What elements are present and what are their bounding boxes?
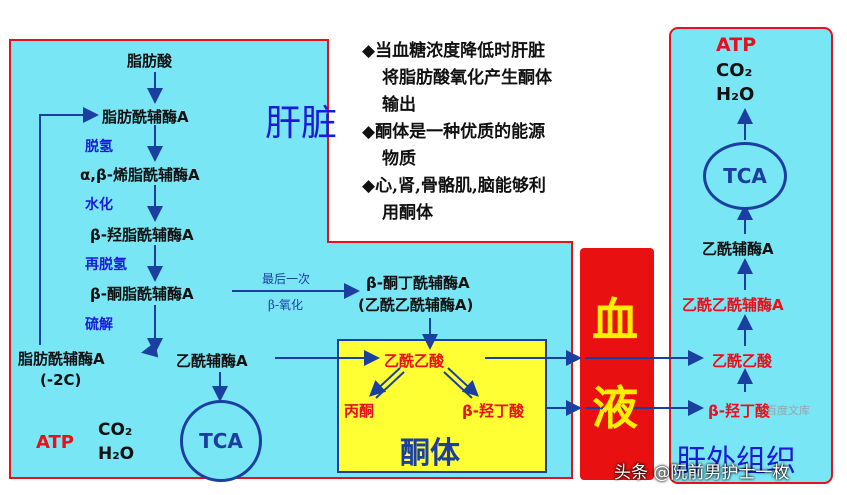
step-thiolysis: 硫解 bbox=[85, 317, 113, 333]
extrahepatic-label: 肝外组织 bbox=[676, 444, 796, 479]
acetoacetate: 乙酰乙酸 bbox=[384, 352, 445, 370]
baidu-watermark: 百度文库 bbox=[766, 404, 810, 417]
extra-tca-cycle: TCA bbox=[703, 142, 787, 210]
hydroxybutyrate: β-羟丁酸 bbox=[462, 402, 524, 420]
acetoacetyl-coa-liver: (乙酰乙酰辅酶A) bbox=[358, 296, 474, 314]
liver-tca-cycle: TCA bbox=[180, 400, 262, 482]
extra-acetyl-coa: 乙酰辅酶A bbox=[702, 240, 774, 258]
fatty-acyl-coa: 脂肪酰辅酶A bbox=[102, 108, 189, 126]
note-line-1: ◆当血糖浓度降低时肝脏 bbox=[362, 41, 546, 61]
note-line-6: ◆心,肾,骨骼肌,脑能够利 bbox=[362, 176, 546, 196]
blood-label-1: 血 bbox=[592, 293, 638, 347]
ketobutyryl-coa: β-酮丁酰辅酶A bbox=[366, 274, 470, 292]
last-oxidation-label-2: β-氧化 bbox=[268, 298, 303, 312]
step-re-dehydrogenation: 再脱氢 bbox=[85, 257, 127, 273]
acetyl-coa: 乙酰辅酶A bbox=[176, 352, 248, 370]
extra-hydroxybutyrate: β-羟丁酸 bbox=[708, 402, 770, 420]
enoyl-coa: α,β-烯脂酰辅酶A bbox=[80, 166, 200, 184]
step-dehydrogenation: 脱氢 bbox=[85, 139, 113, 155]
liver-tca-label: TCA bbox=[199, 429, 243, 453]
blood-label-2: 液 bbox=[592, 381, 638, 435]
note-line-4: ◆酮体是一种优质的能源 bbox=[362, 122, 546, 142]
ketoacyl-coa: β-酮脂酰辅酶A bbox=[90, 285, 194, 303]
blood-bar bbox=[580, 248, 654, 480]
liver-atp: ATP bbox=[36, 432, 75, 453]
liver-label: 肝脏 bbox=[265, 103, 338, 144]
note-line-7: 用酮体 bbox=[382, 203, 433, 223]
step-hydration: 水化 bbox=[85, 197, 113, 213]
extrahepatic-region bbox=[669, 27, 833, 484]
extra-acetoacetyl-coa: 乙酰乙酰辅酶A bbox=[682, 296, 784, 314]
ketone-body-label: 酮体 bbox=[400, 436, 460, 471]
extra-h2o: H₂O bbox=[716, 84, 755, 105]
extra-co2: CO₂ bbox=[716, 60, 753, 81]
minus-2c-label: (-2C) bbox=[40, 371, 82, 389]
note-line-2: 将脂肪酸氧化产生酮体 bbox=[382, 68, 552, 88]
source-watermark: 头条 @阮前男护士一枚 bbox=[614, 463, 790, 483]
fatty-acid: 脂肪酸 bbox=[127, 52, 173, 70]
liver-h2o: H₂O bbox=[98, 444, 135, 464]
hydroxyacyl-coa: β-羟脂酰辅酶A bbox=[90, 226, 194, 244]
extra-tca-label: TCA bbox=[723, 164, 767, 188]
acetone: 丙酮 bbox=[344, 402, 375, 420]
shortened-fatty-acyl-coa: 脂肪酰辅酶A bbox=[18, 350, 105, 368]
note-line-5: 物质 bbox=[382, 149, 416, 169]
note-line-3: 输出 bbox=[382, 95, 416, 115]
notes-block: ◆当血糖浓度降低时肝脏 将脂肪酸氧化产生酮体 输出 ◆酮体是一种优质的能源 物质… bbox=[362, 38, 552, 227]
liver-co2: CO₂ bbox=[98, 420, 133, 440]
last-oxidation-label-1: 最后一次 bbox=[262, 272, 311, 286]
extra-acetoacetate: 乙酰乙酸 bbox=[712, 352, 773, 370]
extra-atp: ATP bbox=[716, 34, 757, 56]
ketone-box bbox=[337, 339, 547, 473]
